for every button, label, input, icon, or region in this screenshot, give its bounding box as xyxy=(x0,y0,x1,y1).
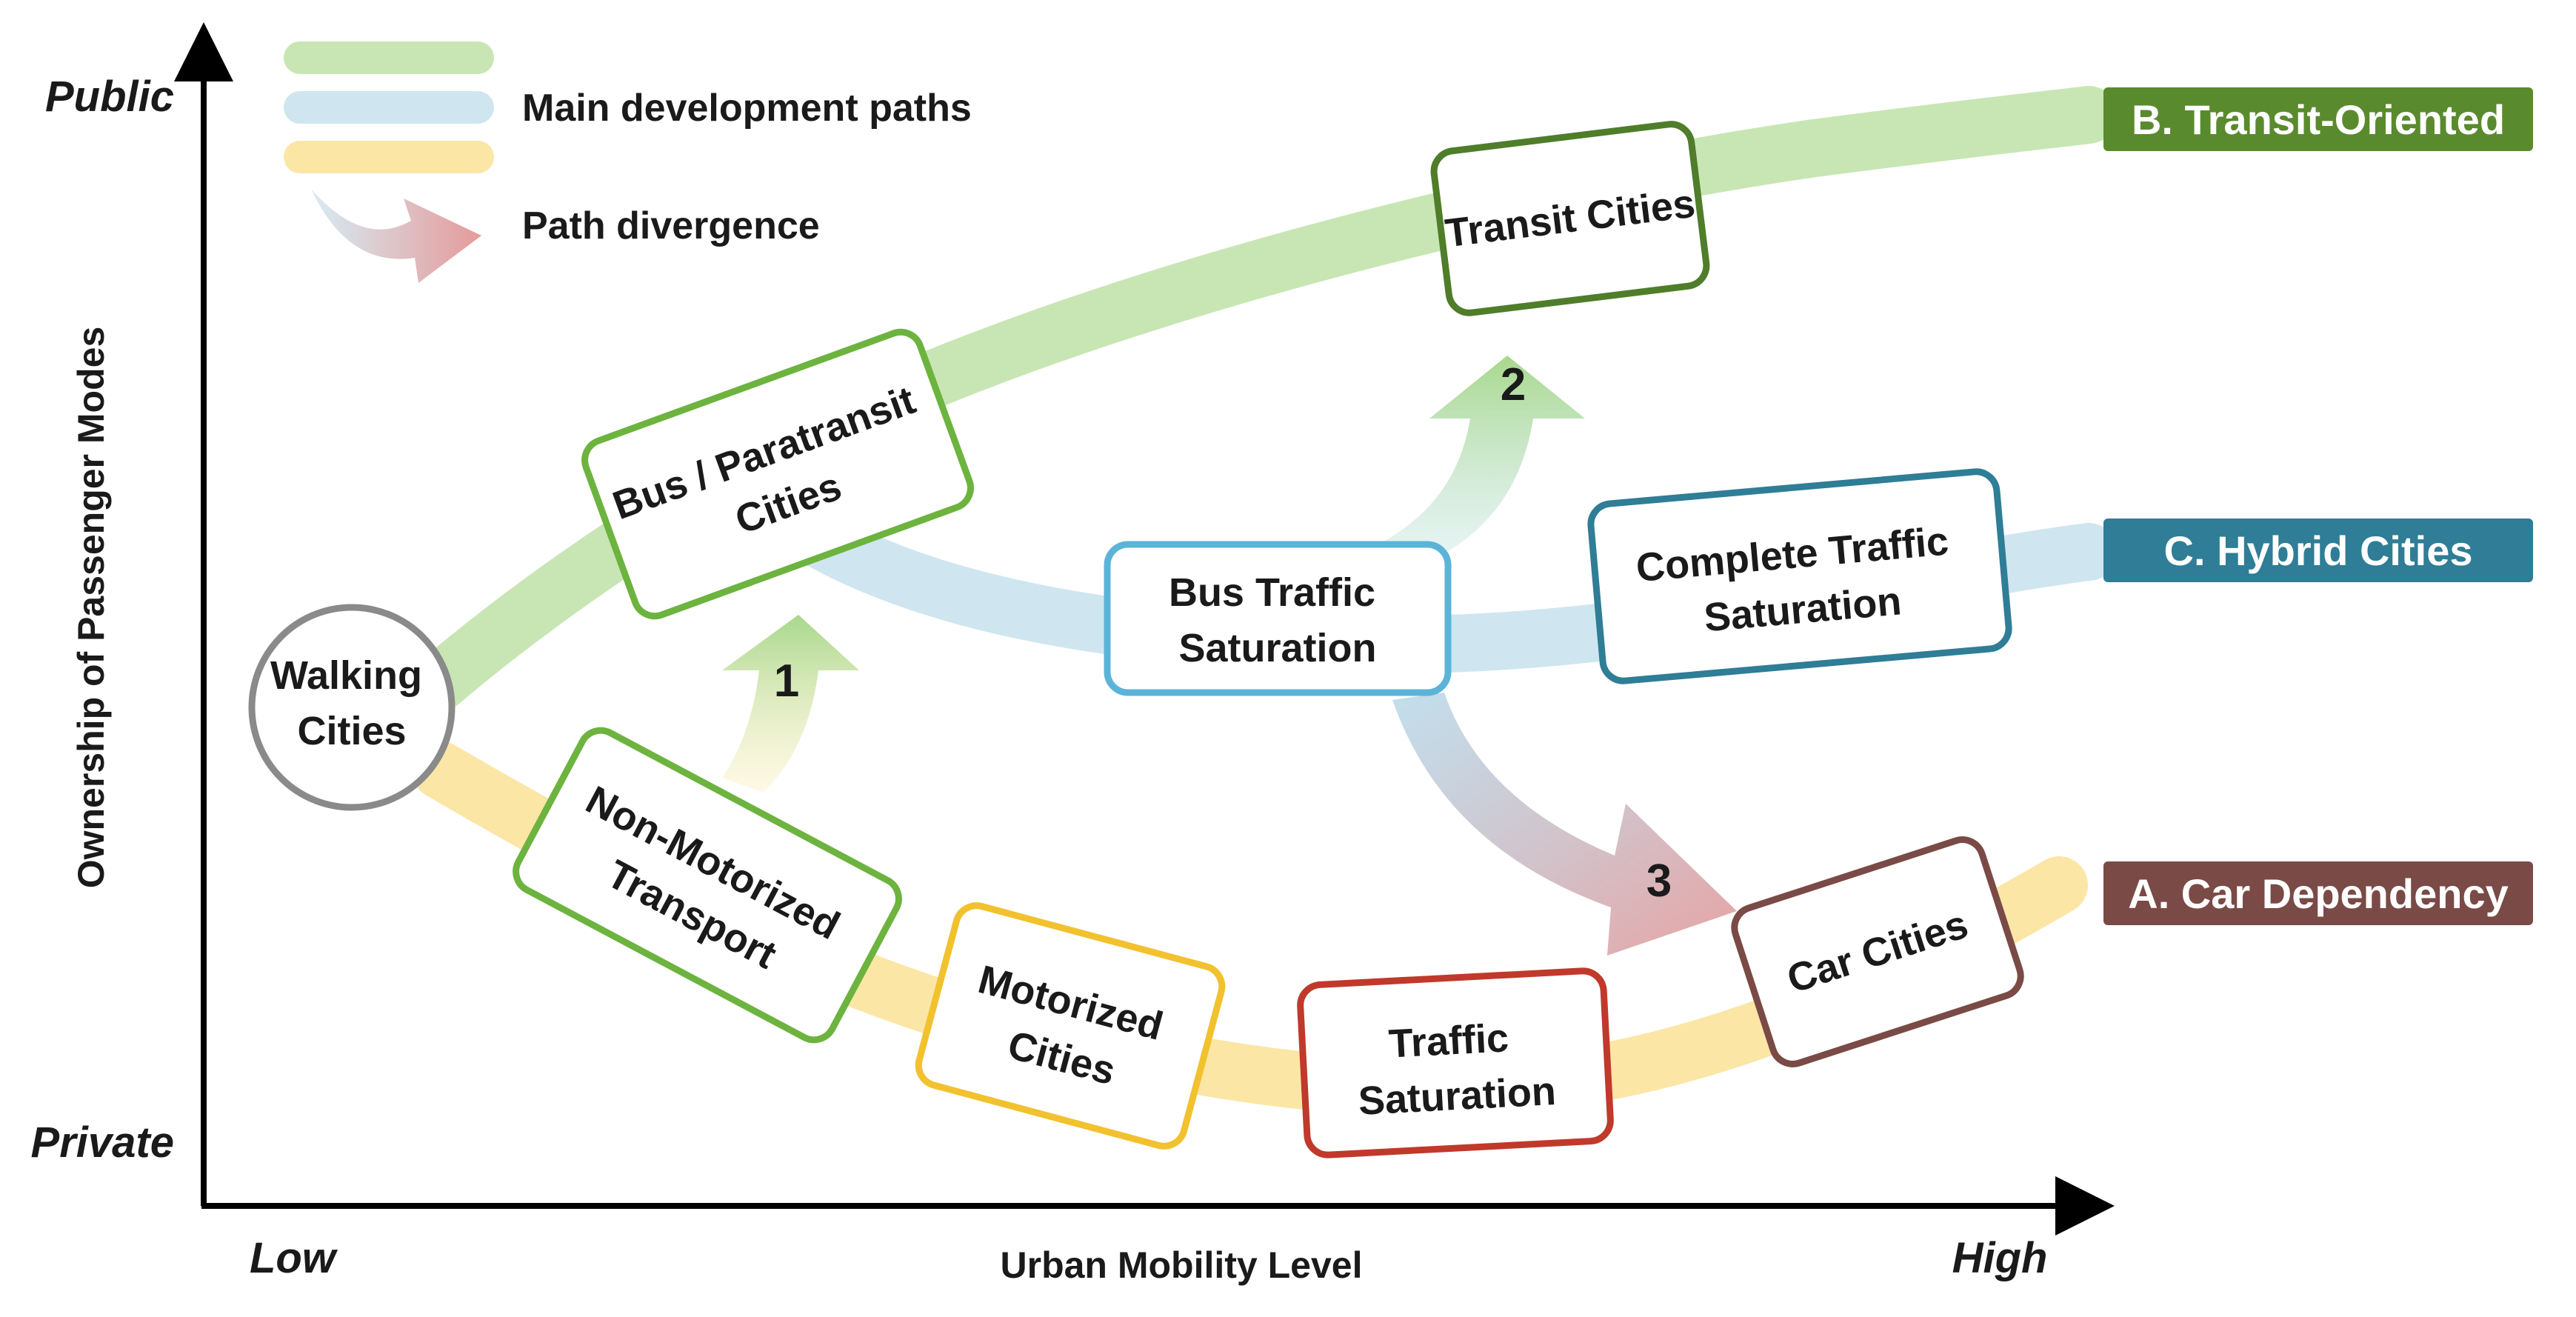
node-motorized-cities: Motorized Cities xyxy=(915,902,1226,1150)
divergence-arrow-legend-icon xyxy=(311,189,481,283)
axes xyxy=(174,22,2115,1236)
svg-text:Walking Cities: Walking Cities xyxy=(270,653,433,753)
outcome-a-badge xyxy=(2103,861,2533,925)
car-cities-box xyxy=(1731,836,2024,1067)
x-axis-low-label: Low xyxy=(250,1234,338,1282)
outcome-b-label: B. Transit-Oriented xyxy=(2132,96,2505,143)
traffic-saturation-line-2: Saturation xyxy=(1357,1069,1557,1124)
outcome-labels: B. Transit-Oriented C. Hybrid Cities A. … xyxy=(2103,87,2533,925)
outcome-c-badge xyxy=(2103,519,2533,582)
svg-text:Bus Traffic Saturation: Bus Traffic Saturation xyxy=(1169,570,1387,670)
node-complete-traffic-saturation: Complete Traffic Saturation xyxy=(1587,468,2012,684)
transit-cities-box xyxy=(1430,121,1710,316)
divergence-arrow-1-icon xyxy=(722,615,859,793)
node-bus-traffic-saturation: Bus Traffic Saturation xyxy=(1104,541,1452,696)
divergence-arrows: 1 2 3 xyxy=(722,356,1737,956)
outcome-c-label: C. Hybrid Cities xyxy=(2164,527,2473,574)
walking-cities-line-2: Cities xyxy=(297,709,406,753)
x-axis-high-label: High xyxy=(1952,1234,2048,1282)
bus-paratransit-box xyxy=(581,328,974,620)
legend-divergence-label: Path divergence xyxy=(522,204,820,247)
y-axis-label: Ownership of Passenger Modes xyxy=(70,327,112,889)
outcome-a-label: A. Car Dependency xyxy=(2128,870,2509,917)
x-axis-label: Urban Mobility Level xyxy=(1001,1244,1363,1286)
svg-text:Traffic Saturation: Traffic Saturation xyxy=(1355,1013,1558,1124)
node-transit-cities: Transit Cities xyxy=(1430,121,1710,316)
bus-traffic-saturation-box xyxy=(1104,541,1452,696)
outcome-b-badge xyxy=(2103,87,2533,151)
walking-cities-circle xyxy=(248,604,456,811)
divergence-1-label: 1 xyxy=(774,656,799,707)
divergence-2-label: 2 xyxy=(1501,359,1526,410)
node-car-cities: Car Cities xyxy=(1731,836,2024,1067)
motorized-cities-box xyxy=(915,902,1226,1150)
divergence-arrow-3-icon xyxy=(1392,693,1737,956)
walking-cities-line-1: Walking xyxy=(270,653,422,698)
legend-paths-label: Main development paths xyxy=(522,87,972,130)
bus-traffic-saturation-line-2: Saturation xyxy=(1178,626,1376,670)
traffic-saturation-box xyxy=(1297,967,1614,1158)
y-axis-top-label: Public xyxy=(45,73,174,121)
non-motorized-box xyxy=(513,727,902,1044)
legend: Main development paths Path divergence xyxy=(284,41,972,283)
node-non-motorized-transport: Non-Motorized Transport xyxy=(513,727,902,1044)
complete-traffic-saturation-box xyxy=(1587,468,2012,684)
divergence-arrow-2-icon xyxy=(1363,356,1585,574)
bus-traffic-saturation-line-1: Bus Traffic xyxy=(1169,570,1375,615)
y-axis-bottom-label: Private xyxy=(31,1118,174,1167)
node-traffic-saturation: Traffic Saturation xyxy=(1297,967,1614,1158)
divergence-3-label: 3 xyxy=(1646,856,1672,907)
traffic-saturation-line-1: Traffic xyxy=(1387,1016,1509,1066)
node-walking-cities: Walking Cities xyxy=(248,604,456,811)
